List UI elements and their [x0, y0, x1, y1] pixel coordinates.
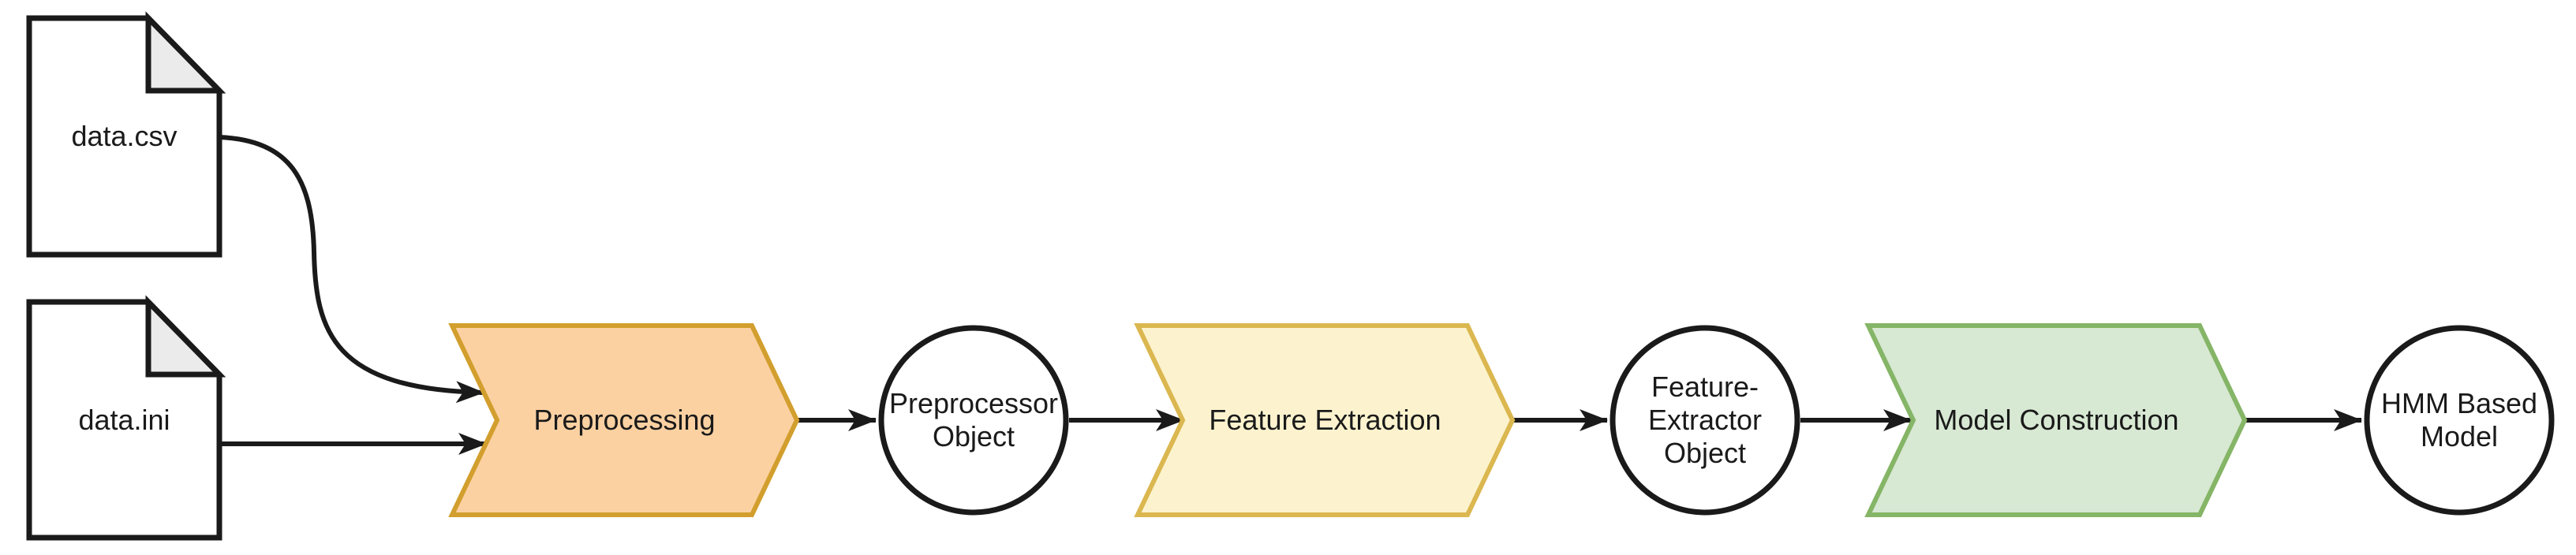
folded-corner-icon [145, 11, 226, 94]
artifact-hmm-based-model [2364, 325, 2555, 516]
stage-feature-extraction [1134, 323, 1516, 517]
file-node-data-csv [26, 11, 226, 258]
stage-model-construction [1864, 323, 2248, 517]
connector-layer [219, 135, 2362, 455]
file-node-data-ini [26, 295, 226, 541]
stage-preprocessing [448, 323, 800, 517]
folded-corner-icon [145, 295, 226, 378]
artifact-feature-extractor-object [1610, 325, 1800, 516]
arrow-data-csv-to-preprocessing [219, 135, 484, 404]
document-shape [26, 15, 222, 258]
document-shape [26, 299, 222, 541]
artifact-preprocessor-object [878, 325, 1069, 516]
